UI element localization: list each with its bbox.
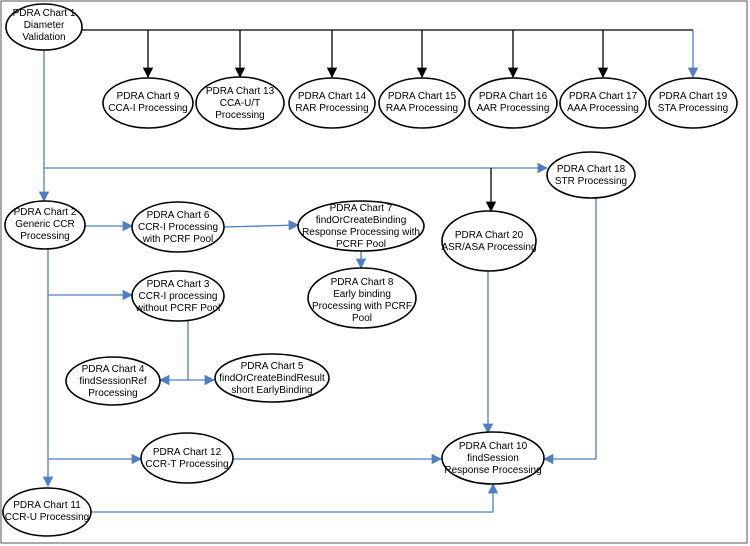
- node-n7-label-line-4: PCRF Pool: [336, 239, 386, 250]
- node-n20[interactable]: [441, 210, 537, 272]
- node-n10-label-line-3: Response Processing: [444, 465, 541, 476]
- node-n16[interactable]: [468, 77, 558, 129]
- node-n11-label-line-2: CCR-U Processing: [5, 512, 89, 523]
- edge-n18-n10: [542, 197, 597, 465]
- node-n1-label-line-1: PDRA Chart 1: [13, 8, 76, 19]
- node-n17-label-line-2: AAA Processing: [567, 103, 639, 114]
- node-n17-label-line-1: PDRA Chart 17: [569, 91, 638, 102]
- node-n5-label-line-1: PDRA Chart 5: [241, 361, 304, 372]
- node-n7[interactable]: [297, 200, 425, 252]
- node-n12-label-line-1: PDRA Chart 12: [153, 447, 222, 458]
- edge-n11-n10: [91, 482, 499, 513]
- node-n2-label-line-2: Generic CCR: [15, 219, 74, 230]
- node-n5[interactable]: [214, 353, 330, 403]
- node-n6-label-line-2: CCR-I Processing: [138, 222, 218, 233]
- node-n6[interactable]: [131, 201, 225, 253]
- node-n3-label-line-1: PDRA Chart 3: [147, 279, 210, 290]
- node-n12-label-line-2: CCR-T Processing: [145, 459, 228, 470]
- node-n2[interactable]: [4, 200, 86, 250]
- node-n5-label-line-3: short EarlyBinding: [231, 385, 312, 396]
- node-n4-label-line-3: Processing: [88, 388, 137, 399]
- node-n18-label-line-2: STR Processing: [555, 176, 627, 187]
- node-n8-label-line-4: Pool: [352, 313, 372, 324]
- edges-layer: [38, 29, 699, 513]
- node-n8-label-line-2: Early binding: [333, 289, 391, 300]
- nodes-layer: [2, 3, 738, 537]
- node-n9-label-line-2: CCA-I Processing: [108, 103, 187, 114]
- node-n3[interactable]: [131, 270, 225, 322]
- node-n13-label-line-1: PDRA Chart 13: [206, 86, 275, 97]
- node-n12[interactable]: [140, 432, 234, 484]
- node-n19-label-line-2: STA Processing: [658, 103, 728, 114]
- node-n14[interactable]: [288, 77, 376, 129]
- node-n15[interactable]: [378, 77, 466, 129]
- node-n7-label-line-2: findOrCreateBinding: [316, 215, 407, 226]
- node-n20-label-line-2: ASR/ASA Processing: [441, 242, 536, 253]
- node-n19[interactable]: [648, 77, 738, 129]
- node-n14-label-line-2: RAR Processing: [295, 103, 368, 114]
- node-n6-label-line-1: PDRA Chart 6: [147, 210, 210, 221]
- node-n10-label-line-2: findSession: [467, 453, 519, 464]
- node-n13[interactable]: [195, 76, 285, 130]
- labels-layer: PDRA Chart 1 Diameter Validation PDRA Ch…: [5, 8, 728, 523]
- node-n14-label-line-1: PDRA Chart 14: [298, 91, 367, 102]
- node-n7-label-line-3: Response Processing with: [302, 227, 420, 238]
- node-n1-label-line-3: Validation: [22, 32, 65, 43]
- node-n11[interactable]: [2, 487, 92, 537]
- node-n9[interactable]: [102, 77, 194, 129]
- node-n15-label-line-1: PDRA Chart 15: [388, 91, 457, 102]
- node-n2-label-line-1: PDRA Chart 2: [14, 207, 77, 218]
- node-n17[interactable]: [559, 77, 647, 129]
- node-n20-label-line-1: PDRA Chart 20: [455, 230, 524, 241]
- node-n1[interactable]: [5, 3, 83, 51]
- node-n4[interactable]: [65, 356, 161, 406]
- node-n3-label-line-3: without PCRF Pool: [135, 303, 220, 314]
- node-n6-label-line-3: with PCRF Pool: [142, 234, 214, 245]
- node-n7-label-line-1: PDRA Chart 7: [330, 203, 393, 214]
- node-n16-label-line-2: AAR Processing: [477, 103, 550, 114]
- node-n2-label-line-3: Processing: [20, 231, 69, 242]
- node-n18[interactable]: [546, 151, 636, 199]
- node-n3-label-line-2: CCR-I processing: [139, 291, 218, 302]
- node-n16-label-line-1: PDRA Chart 16: [479, 91, 548, 102]
- node-n13-label-line-2: CCA-U/T: [220, 98, 261, 109]
- node-n10-label-line-1: PDRA Chart 10: [459, 441, 528, 452]
- node-n9-label-line-1: PDRA Chart 9: [117, 91, 180, 102]
- node-n5-label-line-2: findOrCreateBindResult: [219, 373, 325, 384]
- node-n8-label-line-3: Processing with PCRF: [312, 301, 412, 312]
- node-n8-label-line-1: PDRA Chart 8: [331, 277, 394, 288]
- node-n15-label-line-2: RAA Processing: [386, 103, 458, 114]
- node-n1-label-line-2: Diameter: [24, 20, 65, 31]
- node-n11-label-line-1: PDRA Chart 11: [13, 500, 81, 511]
- node-n13-label-line-3: Processing: [215, 110, 264, 121]
- node-n19-label-line-1: PDRA Chart 19: [659, 91, 728, 102]
- edge-n6-n7: [223, 220, 300, 231]
- node-n18-label-line-1: PDRA Chart 18: [557, 164, 626, 175]
- node-n10[interactable]: [441, 431, 545, 485]
- node-n4-label-line-2: findSessionRef: [79, 376, 146, 387]
- node-n8[interactable]: [307, 267, 417, 329]
- node-n4-label-line-1: PDRA Chart 4: [82, 364, 145, 375]
